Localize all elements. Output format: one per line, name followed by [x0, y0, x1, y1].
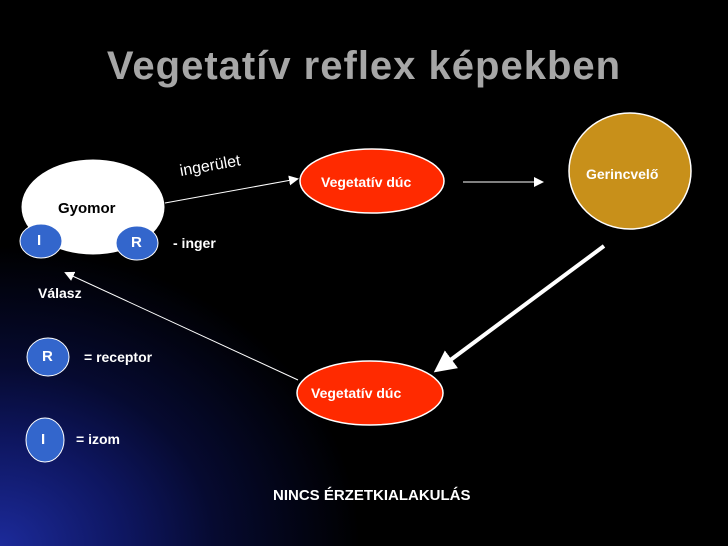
gyomor-label: Gyomor: [58, 200, 116, 217]
arrow-gerincvelo-to-duc: [433, 244, 606, 373]
valasz-label: Válasz: [38, 285, 82, 301]
inger-label: - inger: [173, 235, 216, 251]
vegetativ-duc-bottom-node: [296, 360, 444, 426]
receptor-marker-gyomor: [115, 225, 159, 261]
vegetativ-duc-top-node: [299, 148, 445, 214]
vegetativ-duc-bottom-label: Vegetatív dúc: [311, 385, 402, 401]
arrow-gyomor-to-duc: [164, 175, 299, 204]
muscle-marker-gyomor: [19, 223, 63, 259]
izom-legend-text: = izom: [76, 431, 120, 447]
receptor-legend-text: = receptor: [84, 349, 153, 365]
slide-title: Vegetatív reflex képekben: [106, 44, 622, 88]
muscle-marker-gyomor-letter: I: [37, 232, 42, 249]
gerincvelo-label: Gerincvelő: [586, 166, 659, 182]
gerincvelo-node: [568, 112, 692, 230]
izom-legend-letter: I: [41, 431, 46, 448]
vegetativ-duc-top-label: Vegetatív dúc: [321, 174, 412, 190]
arrow-duc-to-gyomor: [64, 271, 299, 381]
receptor-legend-letter: R: [42, 348, 53, 365]
izom-legend-marker: [25, 417, 65, 463]
footer-text: NINCS ÉRZETKIALAKULÁS: [273, 487, 471, 504]
receptor-legend-marker: [26, 337, 70, 377]
receptor-marker-gyomor-letter: R: [131, 234, 142, 251]
